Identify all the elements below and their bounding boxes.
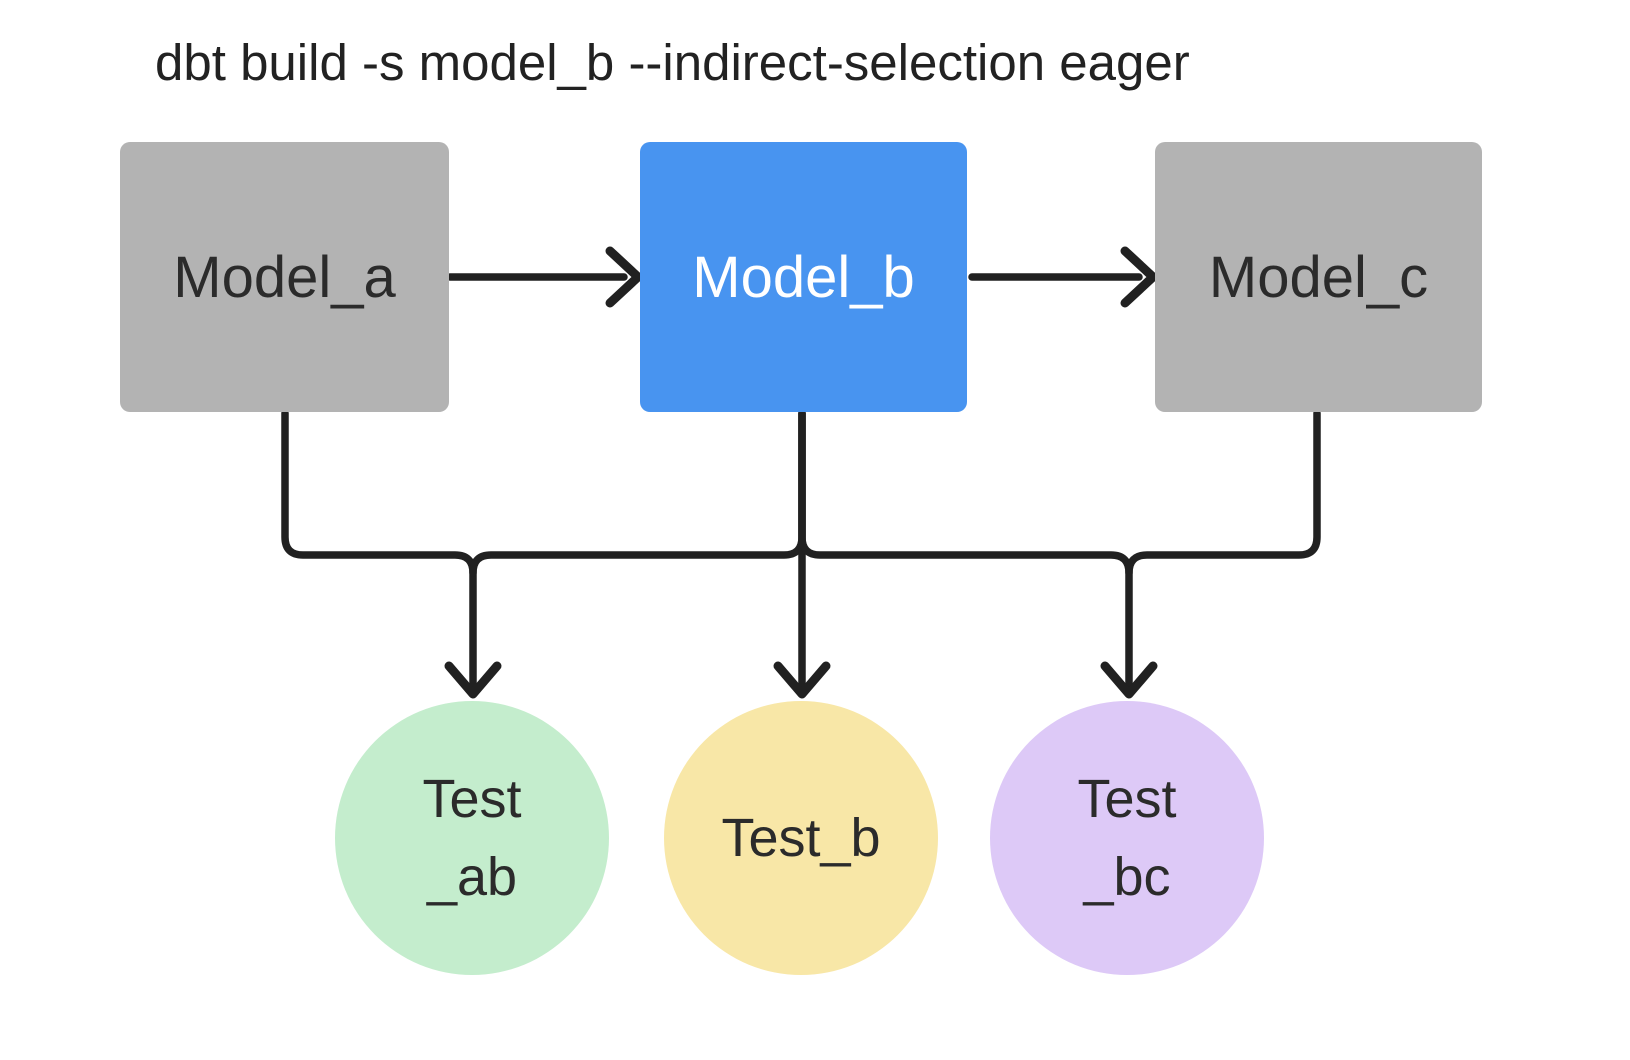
node-test-bc-label-line2: _bc — [1083, 847, 1171, 907]
diagram-title: dbt build -s model_b --indirect-selectio… — [155, 34, 1190, 91]
node-model-b-label: Model_b — [692, 244, 915, 310]
node-test-ab: Test _ab — [335, 701, 609, 975]
edge-model_b-test_ab — [469, 409, 806, 577]
arrowhead-into-model_c-icon — [1120, 246, 1158, 308]
edge-model_a-test_ab — [281, 409, 477, 694]
node-test-ab-label-line1: Test — [422, 768, 522, 829]
node-test-ab-label-line2: _ab — [426, 847, 518, 907]
node-model-a: Model_a — [120, 142, 449, 412]
node-test-b-label: Test_b — [721, 807, 881, 868]
node-test-bc: Test _bc — [990, 701, 1264, 975]
node-test-bc-label-line1: Test — [1077, 768, 1177, 829]
arrowhead-into-model_b-icon — [605, 246, 643, 308]
edge-group — [281, 246, 1321, 699]
node-model-a-label: Model_a — [173, 244, 396, 310]
arrowhead-into-test_ab-icon — [444, 661, 502, 699]
arrowhead-into-test_b-icon — [773, 661, 831, 699]
edge-model_c-test_bc — [1125, 409, 1321, 694]
node-test-b: Test_b — [664, 701, 938, 975]
node-model-b: Model_b — [640, 142, 967, 412]
node-model-c: Model_c — [1155, 142, 1482, 412]
edge-model_b-test_bc — [798, 409, 1133, 577]
node-model-c-label: Model_c — [1208, 244, 1429, 310]
arrowhead-into-test_bc-icon — [1100, 661, 1158, 699]
